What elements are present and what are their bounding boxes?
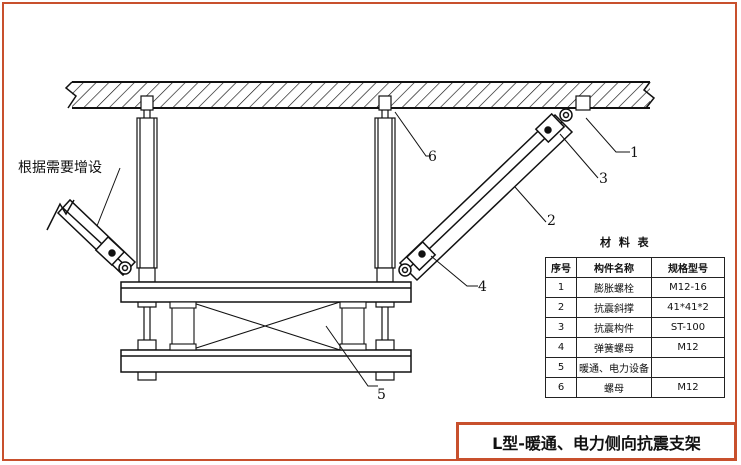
cell-spec: M12 (651, 377, 725, 398)
cell-name: 暖通、电力设备 (576, 357, 652, 378)
left-hanger (136, 110, 158, 381)
cell-spec: M12-16 (651, 277, 725, 298)
anchor-bolts (140, 95, 591, 111)
callout-6: 6 (428, 149, 437, 165)
cell-spec (651, 357, 725, 378)
lower-channel (120, 349, 412, 373)
upper-channel (120, 281, 412, 303)
header-no: 序号 (545, 257, 577, 278)
ceiling-slab (64, 81, 656, 109)
callout-2: 2 (547, 213, 556, 229)
header-name: 构件名称 (576, 257, 652, 278)
equipment (169, 301, 367, 351)
cell-no: 1 (545, 277, 577, 298)
cell-name: 弹簧螺母 (576, 337, 652, 358)
cell-spec: M12 (651, 337, 725, 358)
callout-5: 5 (377, 387, 386, 403)
table-row: 1 膨胀螺栓 M12-16 (545, 277, 725, 298)
cell-name: 抗震构件 (576, 317, 652, 338)
cell-spec: 41*41*2 (651, 297, 725, 318)
cell-spec: ST-100 (651, 317, 725, 338)
left-diagonal-brace (46, 198, 137, 277)
right-diagonal-brace (398, 108, 574, 282)
header-spec: 规格型号 (651, 257, 725, 278)
cell-no: 2 (545, 297, 577, 318)
cell-name: 螺母 (576, 377, 652, 398)
callout-1: 1 (630, 145, 639, 161)
cell-no: 4 (545, 337, 577, 358)
leader-lines (96, 111, 630, 387)
cell-name: 抗震斜撑 (576, 297, 652, 318)
note-add-as-needed: 根据需要增设 (18, 160, 102, 176)
table-row: 6 螺母 M12 (545, 377, 725, 398)
materials-title: 材 料 表 (600, 236, 651, 249)
outer-frame (2, 2, 737, 461)
cell-no: 5 (545, 357, 577, 378)
right-hanger (374, 110, 396, 381)
table-row: 4 弹簧螺母 M12 (545, 337, 725, 358)
callout-4: 4 (478, 279, 487, 295)
cell-name: 膨胀螺栓 (576, 277, 652, 298)
drawing-title: L型-暖通、电力侧向抗震支架 (456, 422, 737, 461)
table-header-row: 序号 构件名称 规格型号 (545, 257, 725, 278)
table-row: 3 抗震构件 ST-100 (545, 317, 725, 338)
callout-3: 3 (599, 171, 608, 187)
table-row: 5 暖通、电力设备 (545, 357, 725, 378)
materials-table: 序号 构件名称 规格型号 1 膨胀螺栓 M12-16 2 抗震斜撑 41*41*… (545, 257, 725, 398)
table-row: 2 抗震斜撑 41*41*2 (545, 297, 725, 318)
cell-no: 3 (545, 317, 577, 338)
cell-no: 6 (545, 377, 577, 398)
